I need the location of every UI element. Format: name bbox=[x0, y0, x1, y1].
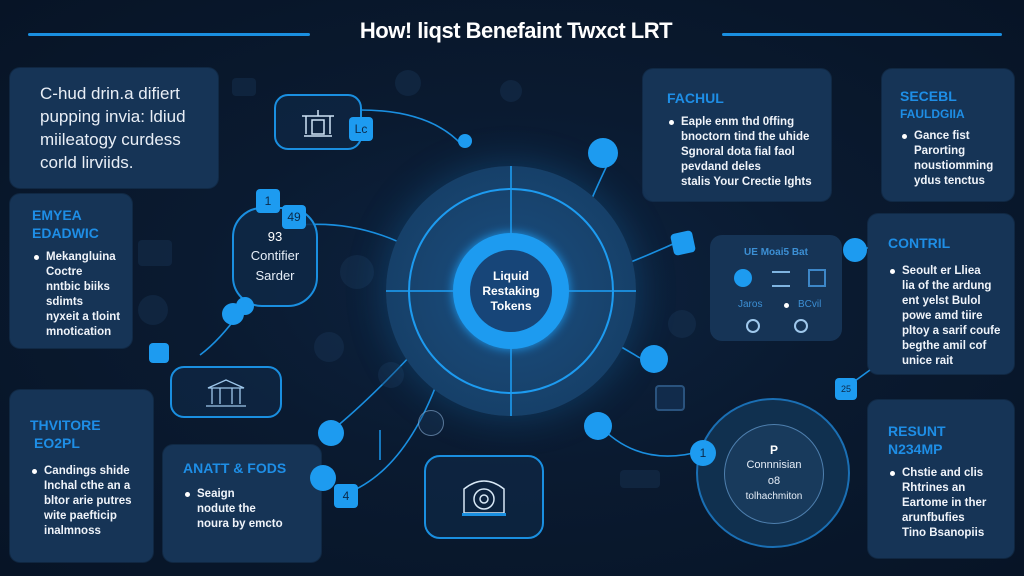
building-icon bbox=[302, 110, 334, 137]
panel-heading: FAULDGIIA bbox=[900, 107, 965, 121]
parking-icon: P bbox=[769, 443, 778, 457]
bottom-right-hub-line-3: tolhachmiton bbox=[745, 491, 803, 502]
decorative-node-icon bbox=[314, 332, 344, 362]
decorative-network-icon bbox=[340, 255, 374, 289]
intro-line-1: C-hud drin.a difiert bbox=[40, 84, 180, 103]
panel-heading: CONTRIL bbox=[888, 235, 951, 251]
right-card-title: UE Moai5 Bat bbox=[744, 247, 808, 258]
bottom-right-hub-badge[interactable]: 1 bbox=[690, 440, 716, 466]
decorative-globe-icon-2 bbox=[418, 410, 444, 436]
node-right-circle[interactable] bbox=[843, 238, 867, 262]
bullet-item: Eaple enm thd 0ffing bnoctorn tind the u… bbox=[667, 115, 831, 190]
bottom-right-hub-line-1: Connnisian bbox=[746, 459, 802, 471]
shield-icon bbox=[746, 319, 760, 333]
node-tool-square[interactable] bbox=[669, 229, 697, 257]
node-wave-circle[interactable] bbox=[310, 465, 336, 491]
left-hub-badge-2[interactable]: 49 bbox=[282, 205, 306, 229]
bullet-item: Seoult er Lliea lia of the ardung ent ye… bbox=[888, 264, 1014, 369]
right-mid-panel: CONTRIL Seoult er Lliea lia of the ardun… bbox=[868, 214, 1014, 374]
hub-label-line-2: Restaking bbox=[482, 283, 540, 298]
node-right-square[interactable]: 25 bbox=[835, 378, 857, 400]
right-card-left-label: Jaros bbox=[738, 299, 763, 310]
node-chart-circle[interactable] bbox=[318, 420, 344, 446]
hub-core: Liquid Restaking Tokens bbox=[470, 250, 552, 332]
temple-icon bbox=[206, 379, 246, 407]
node-top-left-square[interactable]: Lc bbox=[349, 117, 373, 141]
bottom-mid-panel: ANATT & FODS Seaign nodute the noura by … bbox=[163, 445, 321, 562]
central-hub[interactable]: Liquid Restaking Tokens bbox=[386, 166, 636, 416]
node-map-circle[interactable] bbox=[588, 138, 618, 168]
bottom-right-hub[interactable]: P Connnisian o8 tolhachmiton bbox=[696, 398, 850, 548]
node-dot-left-2[interactable] bbox=[236, 297, 254, 315]
intro-panel: C-hud drin.a difiert pupping invia: ldiu… bbox=[10, 68, 218, 188]
left-hub-line-2: Contifier bbox=[250, 248, 300, 263]
left-hub-line-1: 93 bbox=[267, 229, 283, 244]
bullet-item: Mekangluina Coctre nntbic biiks sdimts n… bbox=[32, 250, 132, 340]
left-hub-badge-1[interactable]: 1 bbox=[256, 189, 280, 213]
decorative-globe-icon bbox=[395, 70, 421, 96]
right-bottom-panel: RESUNT N234MP Chstie and clis Rhtrines a… bbox=[868, 400, 1014, 558]
panel-heading: SECEBL bbox=[900, 88, 957, 104]
decorative-connector-icon bbox=[620, 470, 660, 488]
panel-heading: FACHUL bbox=[667, 90, 724, 106]
left-mid-panel: EMYEA EDADWIC Mekangluina Coctre nntbic … bbox=[10, 194, 132, 348]
top-right-panel-a: FACHUL Eaple enm thd 0ffing bnoctorn tin… bbox=[643, 69, 831, 201]
left-hub-line-3: Sarder bbox=[255, 268, 295, 283]
top-right-panel-b: SECEBL FAULDGIIA Gance fist Parorting no… bbox=[882, 69, 1014, 201]
page-title: How! liqst Benefaint Twxct LRT bbox=[359, 18, 673, 43]
vehicle-icon bbox=[734, 269, 752, 287]
title-divider-left bbox=[28, 33, 310, 36]
bullet-item: Chstie and clis Rhtrines an Eartome in t… bbox=[888, 466, 1014, 541]
panel-heading: N234MP bbox=[888, 441, 943, 457]
right-card-right-label: BCvil bbox=[798, 299, 822, 310]
title-bar: How! liqst Benefaint Twxct LRT bbox=[0, 18, 1024, 54]
temple-card[interactable] bbox=[170, 366, 282, 418]
right-card-dot bbox=[784, 303, 789, 308]
vault-card[interactable] bbox=[424, 455, 544, 539]
node-signal-circle[interactable] bbox=[640, 345, 668, 373]
decorative-monitor-icon bbox=[232, 78, 256, 96]
node-left-square[interactable] bbox=[149, 343, 169, 363]
bullet-item: Candings shide Inchal cthe an a bltor ar… bbox=[30, 464, 153, 539]
panel-heading: EO2PL bbox=[34, 435, 80, 451]
building-card[interactable] bbox=[274, 94, 362, 150]
left-bottom-panel: THVITORE EO2PL Candings shide Inchal cth… bbox=[10, 390, 153, 562]
decorative-chip-icon bbox=[378, 362, 404, 388]
panel-heading: ANATT & FODS bbox=[183, 460, 287, 476]
bottom-right-hub-inner: P Connnisian o8 tolhachmiton bbox=[724, 424, 824, 524]
decorative-box-icon bbox=[138, 240, 172, 266]
node-dot-top[interactable] bbox=[458, 134, 472, 148]
hub-label-line-1: Liquid bbox=[493, 268, 529, 283]
right-icon-card[interactable]: UE Moai5 Bat Jaros BCvil bbox=[710, 235, 842, 341]
panel-heading: RESUNT bbox=[888, 423, 946, 439]
decorative-coin-icon bbox=[138, 295, 168, 325]
node-crack-circle[interactable] bbox=[584, 412, 612, 440]
document-icon bbox=[808, 269, 826, 287]
title-divider-right bbox=[722, 33, 1002, 36]
decorative-gear-icon bbox=[500, 80, 522, 102]
panel-heading: EDADWIC bbox=[32, 225, 99, 241]
bullet-item: Gance fist Parorting noustiomming ydus t… bbox=[900, 129, 1014, 189]
intro-line-4: corld lirviids. bbox=[40, 153, 134, 172]
node-bottom-square[interactable]: 4 bbox=[334, 484, 358, 508]
intro-line-3: miileatogy curdess bbox=[40, 130, 181, 149]
vault-icon bbox=[462, 480, 506, 516]
panel-heading: EMYEA bbox=[32, 207, 82, 223]
intro-line-2: pupping invia: ldiud bbox=[40, 107, 186, 126]
panel-heading: THVITORE bbox=[30, 417, 101, 433]
stack-icon bbox=[772, 271, 790, 287]
hub-label-line-3: Tokens bbox=[490, 298, 532, 313]
bullet-item: Seaign nodute the noura by emcto bbox=[183, 487, 321, 532]
lock-icon bbox=[794, 319, 808, 333]
decorative-ring-icon bbox=[668, 310, 696, 338]
decorative-scale-icon bbox=[655, 385, 685, 411]
bottom-right-hub-line-2: o8 bbox=[767, 475, 781, 487]
